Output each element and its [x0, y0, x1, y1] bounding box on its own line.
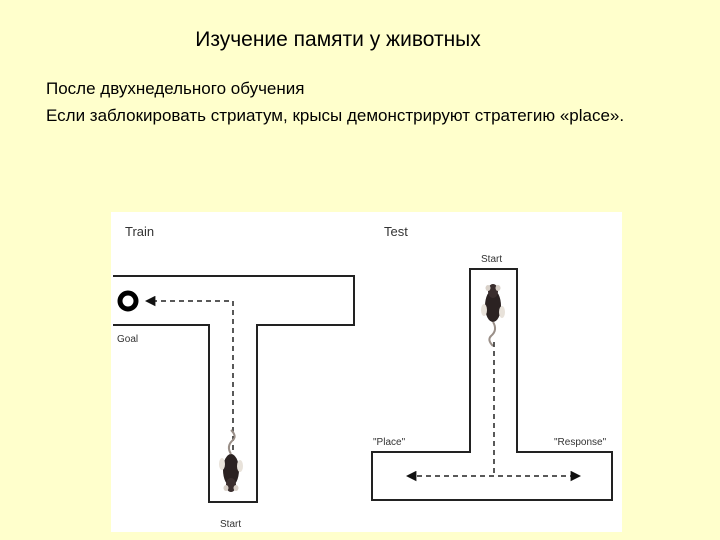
train-maze-outline — [113, 275, 355, 503]
train-label: Train — [125, 224, 154, 239]
test-panel: Test Start "Place" "Response" — [371, 224, 613, 501]
page-title: Изучение памяти у животных — [195, 28, 481, 51]
goal-ring-icon — [117, 290, 139, 312]
t-maze-figure: Train Goal Start Test Start "Place" "Res… — [111, 212, 622, 532]
test-maze-outline — [371, 268, 613, 501]
text-line-striatum: Если заблокировать стриатум, крысы демон… — [46, 106, 625, 125]
goal-label: Goal — [117, 334, 138, 345]
train-start-label: Start — [220, 519, 241, 530]
train-path-arrow — [144, 295, 234, 450]
test-start-label: Start — [481, 254, 502, 265]
rat-icon — [218, 429, 244, 493]
test-label: Test — [384, 224, 408, 239]
place-label: "Place" — [373, 437, 406, 448]
response-label: "Response" — [554, 437, 607, 448]
text-line-training: После двухнедельного обучения — [46, 79, 305, 98]
train-panel: Train Goal Start — [113, 224, 355, 530]
rat-icon — [480, 283, 506, 347]
